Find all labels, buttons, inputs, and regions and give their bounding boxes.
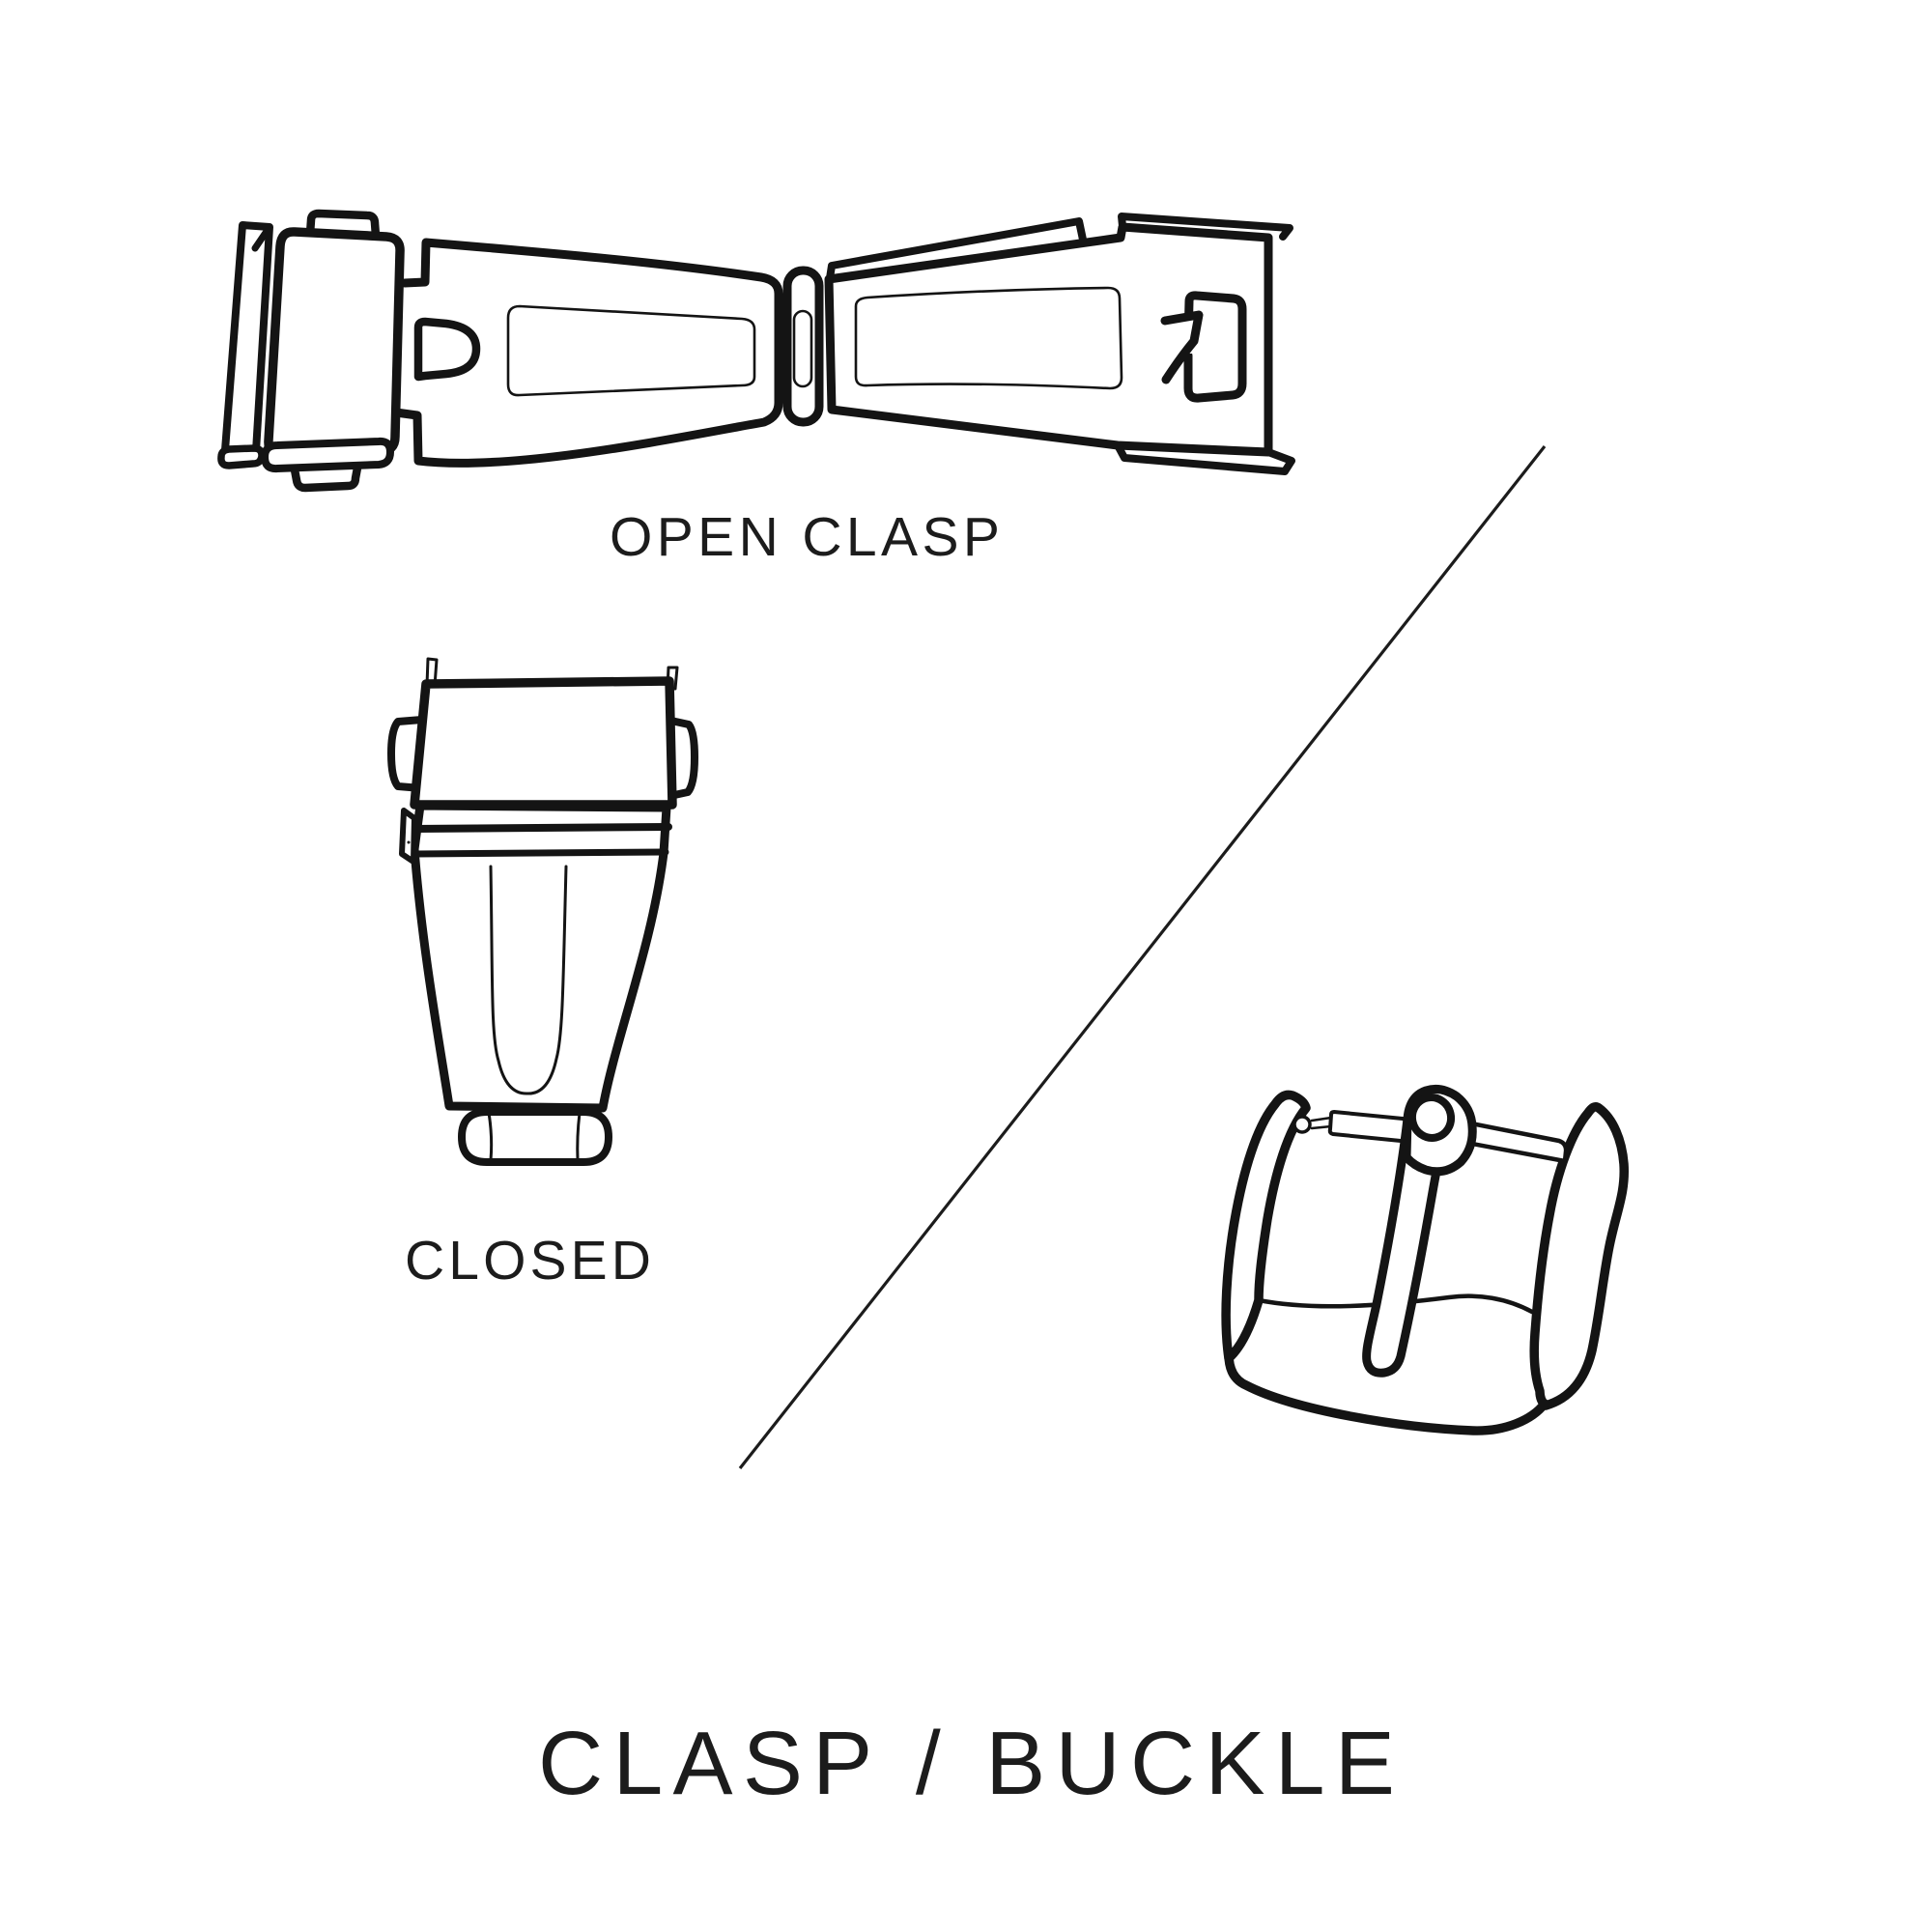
svg-text:CLOSED: CLOSED <box>405 1230 655 1292</box>
svg-text:OPEN CLASP: OPEN CLASP <box>610 506 1004 568</box>
svg-text:CLASP / BUCKLE: CLASP / BUCKLE <box>538 1713 1405 1813</box>
